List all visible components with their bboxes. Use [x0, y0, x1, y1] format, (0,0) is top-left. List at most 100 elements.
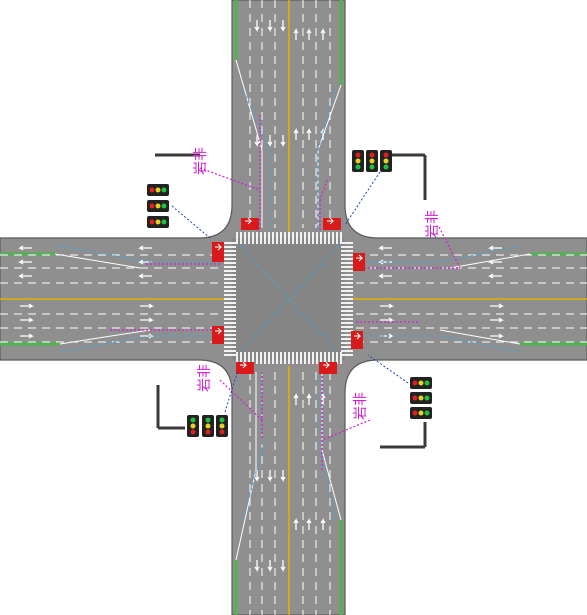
crosswalk-stripe: [312, 352, 314, 364]
island-arrow: [323, 361, 331, 369]
signal-lamp: [161, 219, 167, 225]
signal-lamp: [155, 219, 161, 225]
crosswalk-stripe: [224, 242, 236, 244]
crosswalk-stripe: [240, 232, 242, 244]
crosswalk-stripe: [341, 322, 353, 324]
crosswalk-stripe: [292, 232, 294, 244]
signal-lamp: [149, 187, 155, 193]
crosswalk-stripe: [236, 232, 238, 244]
lane-arrow: [254, 470, 260, 483]
crosswalk-stripe: [308, 232, 310, 244]
signal-lamp: [219, 417, 225, 423]
detector-line: [437, 224, 461, 269]
lane-arrow: [487, 259, 502, 265]
signal-lamp: [190, 429, 196, 435]
bike-path: [317, 89, 336, 230]
crosswalk-stripe: [224, 322, 236, 324]
crosswalk-stripe: [260, 232, 262, 244]
lane-arrow: [280, 20, 286, 33]
crosswalk-stripe: [224, 314, 236, 316]
signal-lamp: [161, 187, 167, 193]
island-arrow: [215, 327, 223, 335]
crosswalk-stripe: [341, 246, 353, 248]
lane-arrow: [137, 245, 152, 251]
crosswalk-stripe: [341, 326, 353, 328]
crosswalk-stripe: [224, 266, 236, 268]
crosswalk-stripe: [332, 352, 334, 364]
crosswalk-stripe: [224, 274, 236, 276]
taper-line: [439, 329, 521, 345]
lane-arrow: [20, 317, 35, 323]
signal-lamp: [161, 203, 167, 209]
label-north-east: 岩非: [425, 210, 441, 238]
signal-lamp: [190, 417, 196, 423]
taper-line: [317, 84, 342, 151]
crosswalk-stripe: [284, 232, 286, 244]
signal-lamp: [149, 219, 155, 225]
lane-arrow: [490, 333, 505, 339]
lane-arrow: [254, 135, 260, 148]
crosswalks: [224, 232, 353, 364]
taper-line: [54, 253, 141, 269]
lane-arrow: [487, 245, 502, 251]
lane-arrow: [20, 333, 35, 339]
crosswalk-stripe: [316, 232, 318, 244]
signal-lamp: [355, 152, 361, 158]
lane-arrow: [293, 27, 299, 40]
crosswalk-stripe: [324, 352, 326, 364]
signal-link: [224, 369, 239, 413]
crosswalk-stripe: [224, 302, 236, 304]
crosswalk-stripe: [292, 352, 294, 364]
signal-lamp: [383, 152, 389, 158]
signal-link: [367, 354, 409, 384]
label-north-west: 岩非: [193, 147, 209, 175]
lane-arrow: [17, 245, 32, 251]
crosswalk-stripe: [324, 232, 326, 244]
crosswalk-stripe: [341, 294, 353, 296]
taper-line: [59, 329, 151, 345]
crosswalk-stripe: [276, 352, 278, 364]
signal-lamp: [155, 203, 161, 209]
traffic-islands: [212, 217, 365, 374]
crosswalk-stripe: [268, 352, 270, 364]
lane-arrow: [17, 259, 32, 265]
crosswalk-stripe: [340, 352, 342, 364]
crosswalk-stripe: [341, 334, 353, 336]
crosswalk-stripe: [244, 352, 246, 364]
crosswalk-stripe: [296, 352, 298, 364]
signal-lamp: [355, 164, 361, 170]
lane-arrow: [306, 127, 312, 140]
crosswalk-stripe: [224, 246, 236, 248]
crosswalk-stripe: [341, 274, 353, 276]
crosswalk-stripe: [341, 262, 353, 264]
lane-arrow: [306, 517, 312, 530]
crosswalk-stripe: [276, 232, 278, 244]
crosswalk-stripe: [224, 318, 236, 320]
crosswalk-stripe: [224, 338, 236, 340]
crosswalk-stripe: [340, 232, 342, 244]
signal-lamp: [383, 164, 389, 170]
taper-line: [449, 253, 531, 269]
taper-line: [235, 59, 263, 151]
signal-lamp: [369, 158, 375, 164]
crosswalk-stripe: [341, 306, 353, 308]
lane-arrow: [137, 273, 152, 279]
lane-arrow: [293, 127, 299, 140]
lane-arrow: [254, 20, 260, 33]
detector-line: [219, 379, 263, 421]
island-arrow: [356, 254, 364, 262]
crosswalk-stripe: [341, 318, 353, 320]
crosswalk-stripe: [320, 232, 322, 244]
crosswalk-stripe: [341, 242, 353, 244]
crosswalk-stripe: [341, 254, 353, 256]
detector-line: [319, 179, 328, 201]
taper-line: [321, 449, 342, 521]
label-south-east: 岩非: [353, 392, 369, 420]
crosswalk-stripe: [308, 352, 310, 364]
crosswalk-stripe: [248, 352, 250, 364]
detector-line: [321, 419, 371, 441]
signal-lamp: [205, 423, 211, 429]
signal-lamp: [424, 380, 430, 386]
signal-lamp: [418, 380, 424, 386]
